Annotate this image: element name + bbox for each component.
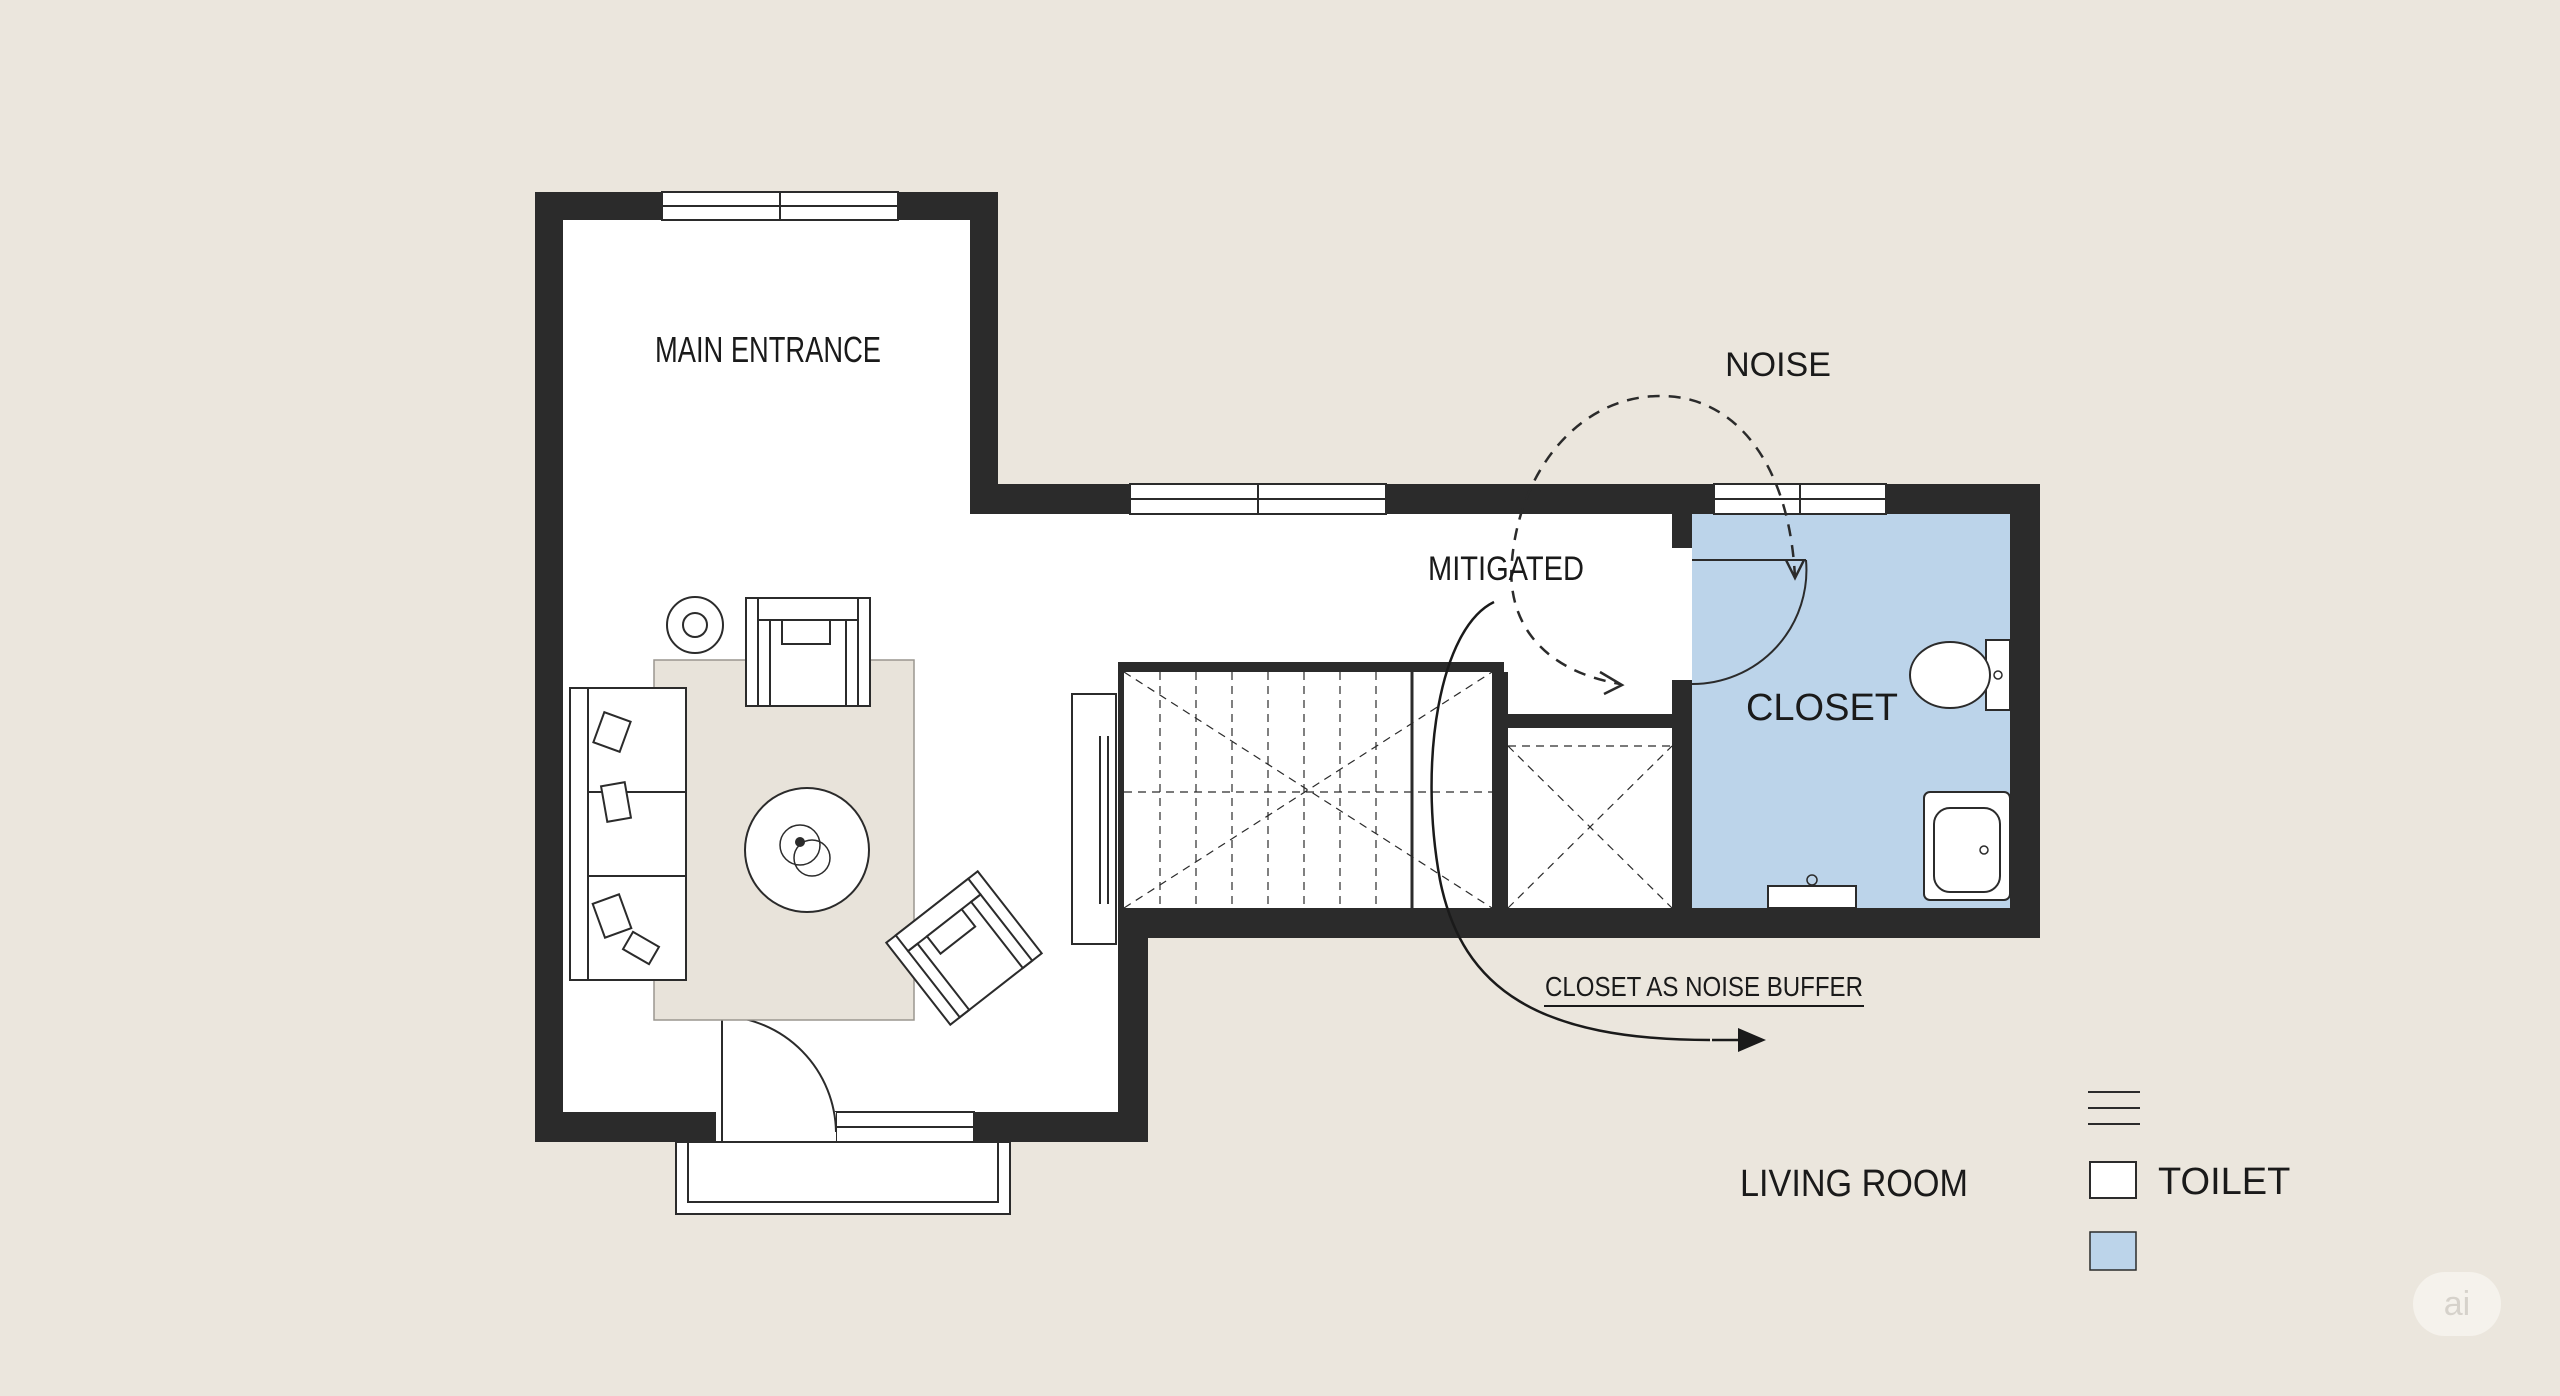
living-room-furniture [569, 596, 1044, 1027]
storage-top-wall [1504, 714, 1672, 728]
storage-left-wall [1494, 672, 1508, 908]
storage-space [1507, 745, 1673, 909]
noise-label: NOISE [1725, 346, 1831, 384]
storage-floor [1508, 728, 1672, 908]
buffer-arrow [1430, 600, 1766, 1052]
mitigated-label: MITIGATED [1428, 550, 1584, 588]
armchair-angled [884, 869, 1044, 1027]
toilet [1909, 639, 2011, 711]
closet-as-noise-buffer-label: CLOSET AS NOISE BUFFER [1545, 971, 1863, 1002]
coffee-table [744, 787, 870, 913]
sofa [569, 687, 687, 981]
legend: LIVING ROOM TOILET [1740, 1091, 2290, 1271]
ai-watermark: ai [2413, 1272, 2501, 1336]
shelf [1767, 874, 1857, 909]
toilet-legend-label: TOILET [2158, 1161, 2290, 1203]
window-middle [1129, 483, 1387, 515]
sink [1923, 791, 2011, 901]
white-swatch-icon [2089, 1161, 2137, 1199]
staircase [1123, 671, 1493, 909]
windows [661, 191, 1887, 1143]
window-side-stair [1071, 693, 1117, 945]
noise-arrow [1510, 394, 1806, 696]
window-bottom [835, 1111, 975, 1143]
entry-door [675, 1015, 1011, 1215]
window-top [661, 191, 899, 221]
blue-swatch-icon [2089, 1231, 2137, 1271]
armchair-top [745, 597, 871, 707]
main-entrance-label: MAIN ENTRANCE [655, 329, 881, 370]
side-table [666, 596, 724, 654]
living-room-legend-label: LIVING ROOM [1740, 1163, 1968, 1205]
hatch-lines-icon [2088, 1091, 2140, 1125]
window-closet [1713, 483, 1887, 515]
closet-door [1672, 548, 1808, 686]
closet-label: CLOSET [1746, 687, 1898, 729]
